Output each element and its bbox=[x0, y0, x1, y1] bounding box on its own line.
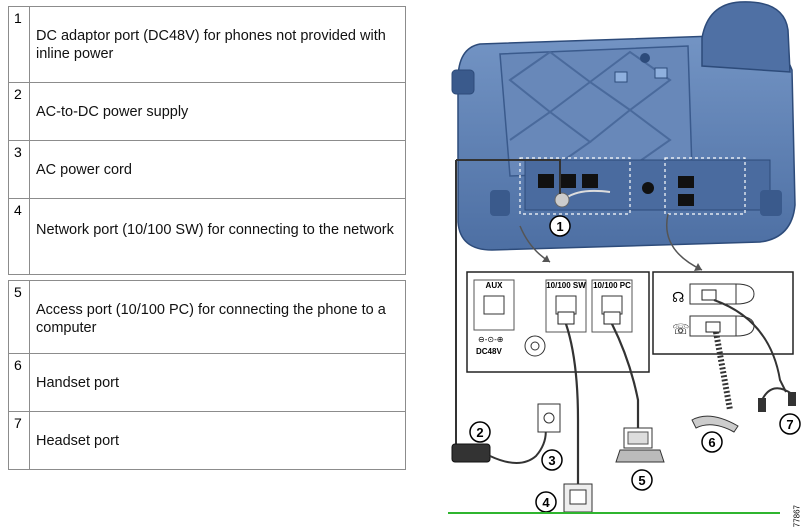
legend-row-3: 3 AC power cord bbox=[8, 140, 406, 199]
legend-number: 1 bbox=[9, 7, 30, 82]
callout-6-label: 6 bbox=[708, 435, 715, 450]
pc-label: 10/100 PC bbox=[593, 281, 631, 290]
legend-row-2: 2 AC-to-DC power supply bbox=[8, 82, 406, 141]
callout-2-label: 2 bbox=[476, 425, 483, 440]
legend-number: 5 bbox=[9, 281, 30, 353]
callout-6 bbox=[701, 431, 723, 453]
callout-5-label: 5 bbox=[638, 473, 645, 488]
phone-base bbox=[451, 1, 796, 251]
figure-id: 77867 bbox=[792, 505, 801, 527]
handset-icon: ☏ bbox=[672, 321, 690, 337]
legend-row-7: 7 Headset port bbox=[8, 411, 406, 470]
headset-illustration bbox=[761, 387, 793, 401]
legend-number: 4 bbox=[9, 199, 30, 274]
dc-polarity-symbol: ⊖-⊙-⊕ bbox=[478, 335, 503, 344]
phone-connection-diagram: 1 AUX 10/100 SW 10/100 PC DC48V ⊖-⊙-⊕ ☊ bbox=[440, 0, 803, 527]
legend-row-4: 4 Network port (10/100 SW) for connectin… bbox=[8, 198, 406, 275]
legend-row-6: 6 Handset port bbox=[8, 353, 406, 412]
aux-label: AUX bbox=[486, 281, 504, 290]
callout-7-label: 7 bbox=[786, 417, 793, 432]
callout-1-label: 1 bbox=[556, 219, 563, 234]
handset-illustration bbox=[691, 415, 739, 433]
legend-row-5: 5 Access port (10/100 PC) for connecting… bbox=[8, 280, 406, 354]
callout-3 bbox=[541, 449, 563, 471]
legend-number: 2 bbox=[9, 83, 30, 140]
legend-description: Access port (10/100 PC) for connecting t… bbox=[36, 302, 386, 336]
callout-4-label: 4 bbox=[542, 495, 550, 510]
legend-description: AC power cord bbox=[36, 162, 132, 178]
callout-1 bbox=[549, 215, 571, 237]
legend-number: 7 bbox=[9, 412, 30, 469]
headset-icon: ☊ bbox=[672, 289, 684, 305]
network-jack-icon bbox=[563, 483, 593, 513]
legend-description: Network port (10/100 SW) for connecting … bbox=[36, 222, 394, 238]
power-supply bbox=[451, 443, 491, 463]
legend-number: 3 bbox=[9, 141, 30, 198]
legend-description: Headset port bbox=[36, 433, 120, 449]
legend-description: Handset port bbox=[36, 375, 120, 391]
sw-label: 10/100 SW bbox=[546, 281, 586, 290]
computer-icon bbox=[615, 427, 665, 463]
callout-2 bbox=[469, 421, 491, 443]
legend-number: 6 bbox=[9, 354, 30, 411]
legend-description: DC adaptor port (DC48V) for phones not p… bbox=[36, 28, 386, 62]
callout-3-label: 3 bbox=[548, 453, 555, 468]
dc-label: DC48V bbox=[476, 347, 502, 356]
callout-7 bbox=[779, 413, 801, 435]
callout-5 bbox=[631, 469, 653, 491]
legend-row-1: 1 DC adaptor port (DC48V) for phones not… bbox=[8, 6, 406, 83]
legend-description: AC-to-DC power supply bbox=[36, 104, 189, 120]
